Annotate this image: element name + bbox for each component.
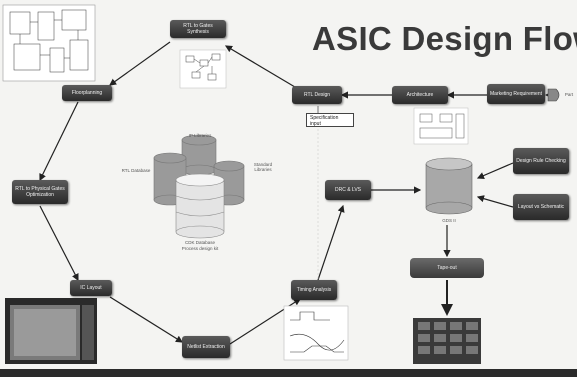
node-tape-out: Tape-out [410, 258, 484, 278]
arrow-timing-to-drc [317, 204, 345, 281]
screen-bottom-edge [0, 369, 577, 377]
arrow-drc-check-to-gds [476, 162, 514, 179]
synthesis-schematic [179, 49, 227, 89]
gds-database [425, 157, 473, 215]
chip-part-icon [547, 88, 560, 102]
ic-layout-thumbnail [5, 298, 97, 364]
timing-waveform [283, 305, 349, 361]
node-drc-lvs: DRC & LVS [325, 180, 371, 200]
arrow-lvs-to-gds [476, 195, 514, 208]
label-cdk-database: CDK Database [184, 240, 215, 245]
spec-note: Specification input [306, 113, 354, 127]
node-ic-layout: IC Layout [70, 280, 112, 296]
node-marketing-requirement: Marketing Requirement [487, 84, 545, 104]
label-cdk-sub: Process design kit [181, 246, 219, 251]
label-ip-libraries: IP Libraries [188, 133, 212, 138]
arrow-floorplan-to-physical [39, 101, 79, 182]
arrow-layout-to-extraction [109, 296, 184, 343]
label-rtl-database: RTL Database [121, 168, 151, 173]
node-design-rule-checking: Design Rule Checking [513, 148, 569, 174]
label-gds: GDS II [442, 218, 456, 223]
label-standard-libraries: Standard Libraries [253, 162, 273, 172]
node-layout-vs-schematic: Layout vs Schematic [513, 194, 569, 220]
node-floorplanning: Floorplanning [62, 85, 112, 101]
schematic-thumbnail-floorplan [2, 4, 96, 82]
node-rtl-to-physical: RTL to Physical Gates Optimization [12, 180, 68, 204]
node-netlist-extraction: Netlist Extraction [182, 336, 230, 358]
label-part: Part [564, 92, 574, 97]
node-timing-analysis: Timing Analysis [291, 280, 337, 300]
architecture-diagram [413, 107, 469, 145]
slide-title: ASIC Design Flow [312, 20, 577, 57]
arrow-synthesis-to-floorplan [109, 41, 171, 86]
arrow-rtl-to-synthesis [224, 45, 301, 91]
arrow-physical-to-layout [39, 205, 79, 282]
node-rtl-design: RTL Design [292, 86, 342, 104]
node-architecture: Architecture [392, 86, 448, 104]
database-cluster [153, 134, 245, 239]
node-rtl-to-gates: RTL to Gates Synthesis [170, 20, 226, 38]
wafer-image [413, 318, 481, 364]
